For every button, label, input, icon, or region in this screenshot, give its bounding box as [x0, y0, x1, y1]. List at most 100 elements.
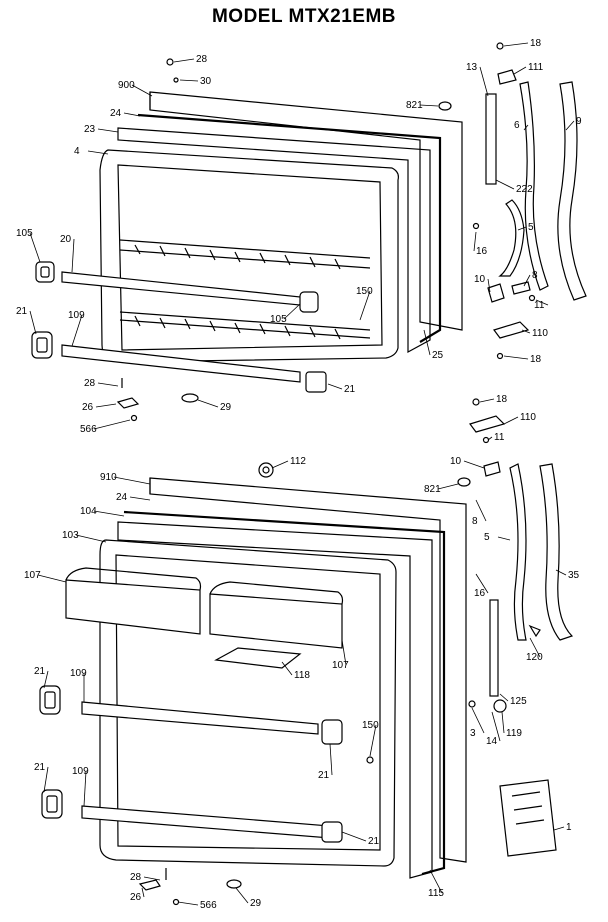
leader-line	[327, 383, 343, 390]
leader-line	[97, 382, 119, 387]
part-label: 566	[200, 900, 217, 911]
part-label: 21	[34, 666, 46, 677]
part-label: 125	[510, 696, 527, 707]
leader-line	[471, 707, 485, 734]
rail-end-cap-left	[31, 331, 53, 359]
leader-line	[497, 536, 511, 541]
leader-line	[495, 179, 515, 190]
fresh-food-hinge-parts	[457, 398, 574, 857]
part-label: 11	[494, 432, 505, 443]
leader-line	[37, 574, 67, 583]
part-label: 35	[568, 570, 580, 581]
part-label: 29	[250, 898, 262, 909]
part-label: 29	[220, 402, 232, 413]
part-label: 16	[474, 588, 486, 599]
part-label: 21	[318, 770, 330, 781]
leader-line	[75, 534, 107, 543]
part-label: 566	[80, 424, 97, 435]
leader-line	[179, 79, 199, 82]
part-label: 18	[530, 354, 542, 365]
leader-line	[565, 120, 575, 131]
diagram-title: MODEL MTX21EMB	[211, 6, 396, 27]
part-label: 6	[514, 120, 520, 131]
freezer-shelf-bar	[61, 271, 311, 307]
leader-line	[555, 569, 567, 576]
part-label: 28	[84, 378, 96, 389]
leader-line	[281, 661, 293, 676]
leader-line	[359, 290, 371, 321]
leader-line	[463, 460, 485, 469]
part-label: 8	[472, 516, 478, 527]
leader-line	[491, 711, 501, 742]
leader-line	[29, 310, 37, 335]
part-label: 23	[84, 124, 96, 135]
part-label: 109	[72, 766, 89, 777]
fresh-food-inner-liner	[99, 539, 397, 867]
part-label: 30	[200, 76, 212, 87]
part-label: 18	[530, 38, 542, 49]
leader-line	[521, 329, 531, 334]
door-shelf-rail-upper	[81, 701, 319, 735]
leader-line	[473, 231, 477, 252]
part-label: 28	[196, 54, 208, 65]
leader-line	[235, 887, 249, 904]
leader-line	[429, 869, 443, 894]
part-label: 16	[476, 246, 488, 257]
leader-line	[283, 303, 301, 320]
part-label: 107	[332, 660, 349, 671]
part-label: 5	[484, 532, 490, 543]
leader-line	[177, 901, 199, 906]
leader-line	[523, 124, 529, 131]
part-label: 3	[470, 728, 476, 739]
part-label: 821	[424, 484, 441, 495]
rail-end-cap-right	[305, 371, 327, 393]
part-label: 118	[294, 670, 310, 681]
leader-line	[479, 398, 495, 403]
part-label: 24	[110, 108, 122, 119]
butter-tray	[214, 647, 302, 669]
part-label: 24	[116, 492, 128, 503]
freezer-door-assembly	[31, 58, 463, 422]
part-label: 26	[130, 892, 142, 903]
leader-line	[43, 670, 49, 689]
part-label: 150	[362, 720, 379, 731]
leader-line	[423, 329, 431, 356]
leader-line	[29, 232, 41, 263]
part-label: 111	[528, 62, 544, 73]
part-label: 1	[566, 822, 572, 833]
part-label: 900	[118, 80, 135, 91]
leader-line	[523, 274, 531, 287]
freezer-door-liner-frame	[117, 127, 431, 354]
part-label: 11	[534, 300, 545, 311]
part-label: 104	[80, 506, 97, 517]
leader-line	[341, 831, 367, 842]
part-label: 21	[34, 762, 46, 773]
part-label: 9	[576, 116, 582, 127]
fresh-food-door-assembly	[39, 462, 467, 906]
leader-line	[83, 770, 87, 807]
part-label: 105	[270, 314, 287, 325]
part-label: 8	[532, 270, 538, 281]
part-label: 4	[74, 146, 80, 157]
leader-line	[271, 460, 289, 469]
part-label: 105	[16, 228, 33, 239]
part-label: 10	[450, 456, 462, 467]
part-label: 25	[432, 350, 444, 361]
leader-line	[499, 693, 509, 702]
leader-line	[43, 766, 49, 793]
leader-line	[87, 150, 109, 155]
part-label: 10	[474, 274, 486, 285]
leader-line	[487, 278, 491, 293]
part-label: 222	[516, 184, 533, 195]
leader-line	[487, 436, 493, 441]
leader-line	[517, 226, 527, 231]
part-label: 26	[82, 402, 94, 413]
leader-line	[475, 499, 487, 522]
leader-line	[479, 66, 489, 97]
freezer-inner-liner	[99, 149, 399, 363]
part-label: 109	[68, 310, 85, 321]
leader-line	[475, 573, 489, 594]
leader-line	[341, 639, 347, 666]
leader-line	[535, 299, 549, 306]
part-label: 119	[506, 728, 522, 739]
